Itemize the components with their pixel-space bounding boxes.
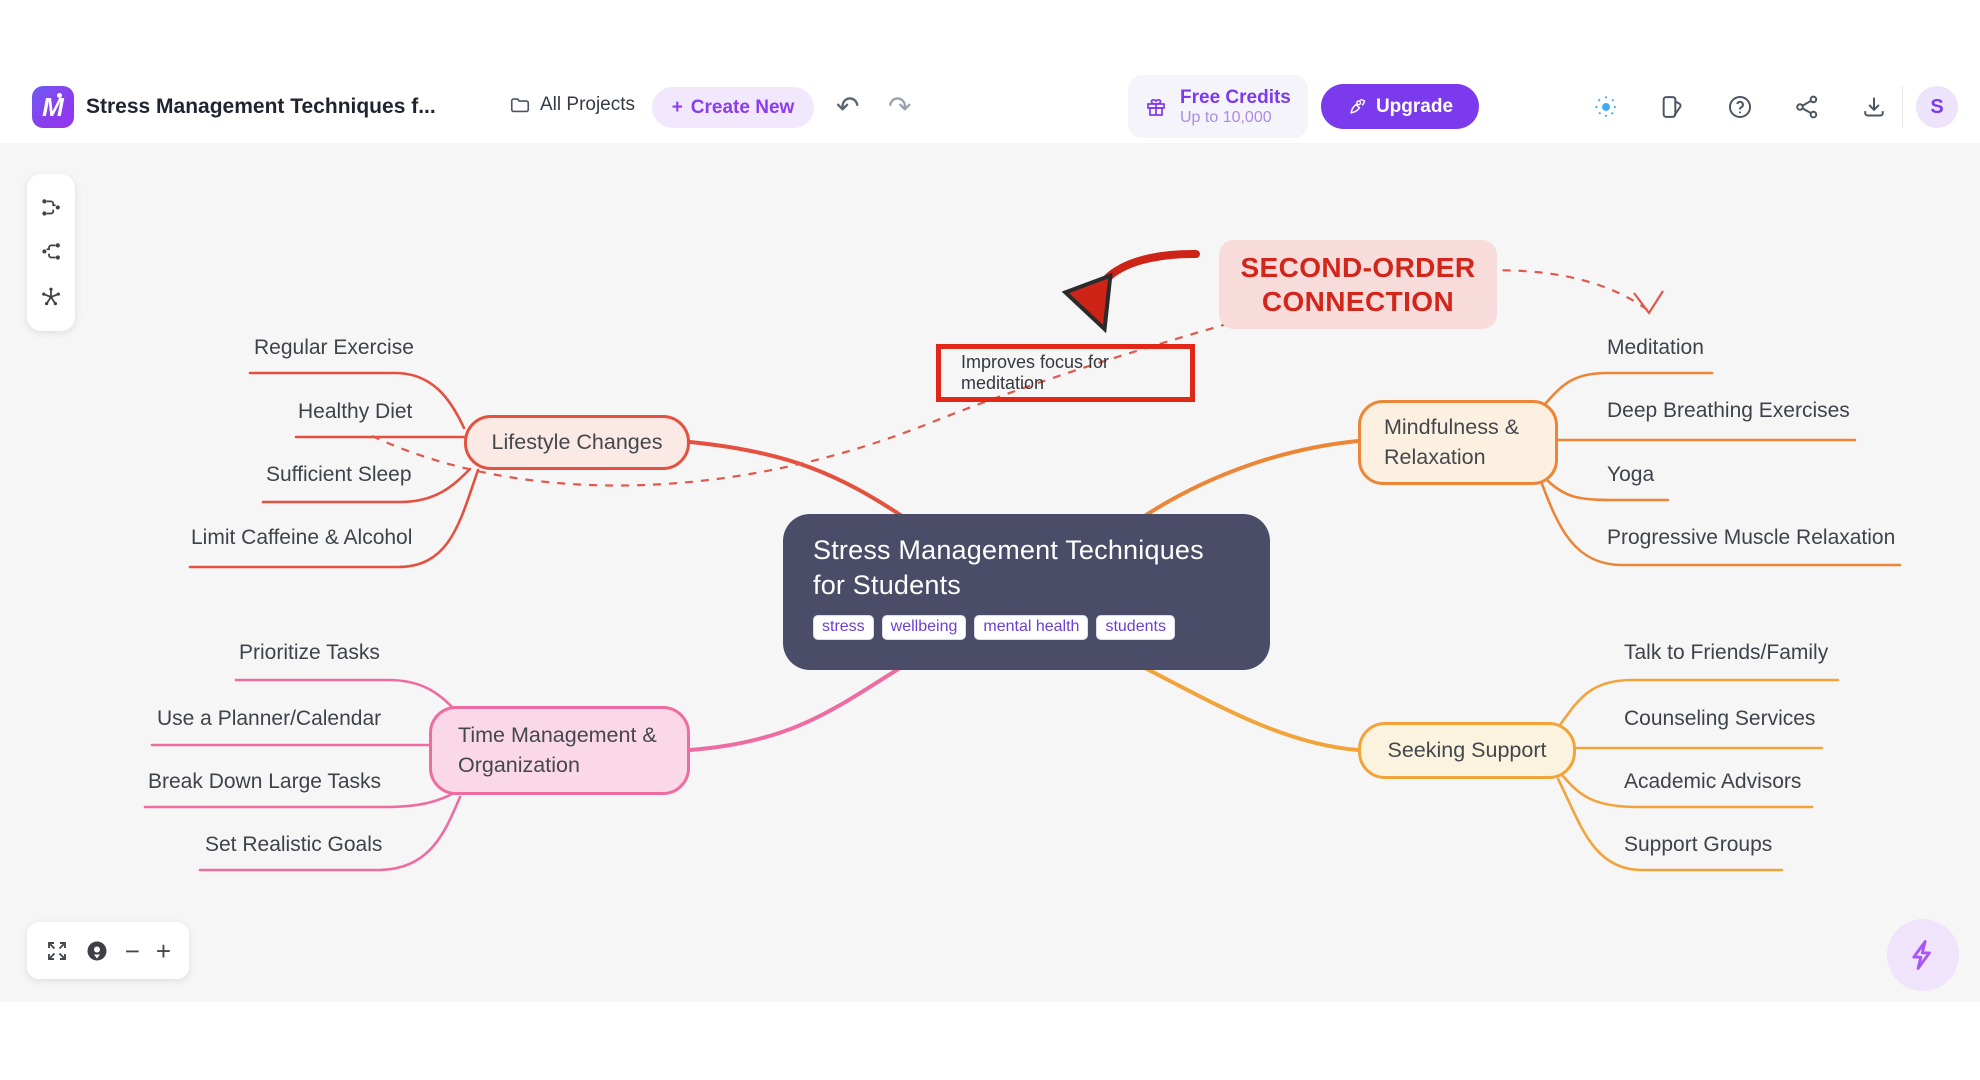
layout-radial-icon[interactable] <box>40 286 62 308</box>
free-credits-subtitle: Up to 10,000 <box>1180 109 1272 127</box>
branch-node-mindfulness-relaxation[interactable]: Mindfulness & Relaxation <box>1358 400 1558 485</box>
child-node[interactable]: Talk to Friends/Family <box>1624 641 1829 664</box>
child-node[interactable]: Counseling Services <box>1624 707 1816 730</box>
layout-toolbar <box>27 174 75 331</box>
connection-label-text: Improves focus for meditation <box>961 352 1110 393</box>
upgrade-button[interactable]: Upgrade <box>1321 84 1479 129</box>
avatar-initial: S <box>1930 95 1944 118</box>
annotation-line1: SECOND-ORDER <box>1240 252 1476 284</box>
zoom-in-button[interactable]: + <box>155 935 172 966</box>
fit-screen-icon[interactable] <box>45 939 69 963</box>
user-avatar[interactable]: S <box>1916 86 1958 128</box>
child-node[interactable]: Sufficient Sleep <box>266 463 412 486</box>
branch-label: Time Management & Organization <box>458 723 657 777</box>
logo-letter: M <box>42 91 64 122</box>
upgrade-label: Upgrade <box>1375 95 1454 117</box>
theme-brightness-icon[interactable] <box>1592 93 1620 121</box>
child-node[interactable]: Progressive Muscle Relaxation <box>1607 526 1896 549</box>
child-node[interactable]: Academic Advisors <box>1624 770 1802 793</box>
central-topic-title: Stress Management Techniques for Student… <box>813 535 1204 601</box>
gift-icon <box>1147 98 1165 116</box>
plus-icon: + <box>671 96 683 118</box>
tag-chip[interactable]: mental health <box>974 615 1089 641</box>
folder-icon <box>510 98 530 113</box>
tag-row: stress wellbeing mental health students <box>813 615 1242 641</box>
share-icon[interactable] <box>1793 93 1821 121</box>
child-node[interactable]: Limit Caffeine & Alcohol <box>191 526 413 549</box>
lightning-icon <box>1912 940 1931 970</box>
child-node[interactable]: Meditation <box>1607 336 1704 359</box>
locate-icon[interactable] <box>85 939 109 963</box>
redo-button[interactable]: ↷ <box>888 91 912 122</box>
rocket-icon <box>1350 98 1366 114</box>
free-credits-title: Free Credits <box>1180 86 1291 108</box>
tag-chip[interactable]: stress <box>813 615 874 641</box>
branch-node-time-management[interactable]: Time Management & Organization <box>429 706 690 795</box>
all-projects-label: All Projects <box>540 94 636 115</box>
branch-label: Seeking Support <box>1387 737 1547 762</box>
child-node[interactable]: Break Down Large Tasks <box>148 770 382 793</box>
second-order-connection-line <box>371 269 1664 487</box>
download-icon[interactable] <box>1860 93 1888 121</box>
tag-chip[interactable]: wellbeing <box>881 615 967 641</box>
document-title[interactable]: Stress Management Techniques f... <box>86 95 436 118</box>
branch-label: Mindfulness & Relaxation <box>1384 415 1520 469</box>
header-divider <box>1902 86 1903 128</box>
child-node[interactable]: Use a Planner/Calendar <box>157 707 382 730</box>
create-new-label: Create New <box>690 96 795 118</box>
connection-label-highlighted[interactable]: Improves focus for meditation <box>936 344 1195 402</box>
branch-node-lifestyle-changes[interactable]: Lifestyle Changes <box>464 415 690 470</box>
logo-dot-icon <box>57 93 62 98</box>
branch-node-seeking-support[interactable]: Seeking Support <box>1358 722 1576 779</box>
annotation-bubble: SECOND-ORDER CONNECTION <box>1219 240 1497 329</box>
all-projects-link[interactable]: All Projects <box>509 94 635 116</box>
child-node[interactable]: Support Groups <box>1624 833 1773 856</box>
tag-chip[interactable]: students <box>1096 615 1175 641</box>
layout-left-icon[interactable] <box>40 241 62 263</box>
palette-style-icon[interactable] <box>1659 93 1687 121</box>
help-icon[interactable] <box>1726 93 1754 121</box>
child-node[interactable]: Regular Exercise <box>254 336 414 359</box>
child-node[interactable]: Prioritize Tasks <box>239 641 380 664</box>
undo-button[interactable]: ↶ <box>836 91 860 122</box>
central-topic-node[interactable]: Stress Management Techniques for Student… <box>783 514 1270 670</box>
child-node[interactable]: Deep Breathing Exercises <box>1607 399 1850 422</box>
child-node[interactable]: Yoga <box>1607 463 1655 486</box>
quick-actions-button[interactable] <box>1887 919 1959 991</box>
child-node[interactable]: Set Realistic Goals <box>205 833 383 856</box>
child-node[interactable]: Healthy Diet <box>298 400 413 423</box>
app-logo[interactable]: M <box>32 86 74 128</box>
layout-right-icon[interactable] <box>40 197 62 219</box>
free-credits-pill[interactable]: Free Credits Up to 10,000 <box>1128 75 1308 138</box>
branch-label: Lifestyle Changes <box>491 429 663 454</box>
zoom-out-button[interactable]: − <box>124 935 140 966</box>
zoom-controls: − + <box>27 922 189 979</box>
create-new-button[interactable]: + Create New <box>652 87 814 128</box>
header-bar: M Stress Management Techniques f... All … <box>0 0 1980 143</box>
annotation-line2: CONNECTION <box>1261 285 1455 317</box>
